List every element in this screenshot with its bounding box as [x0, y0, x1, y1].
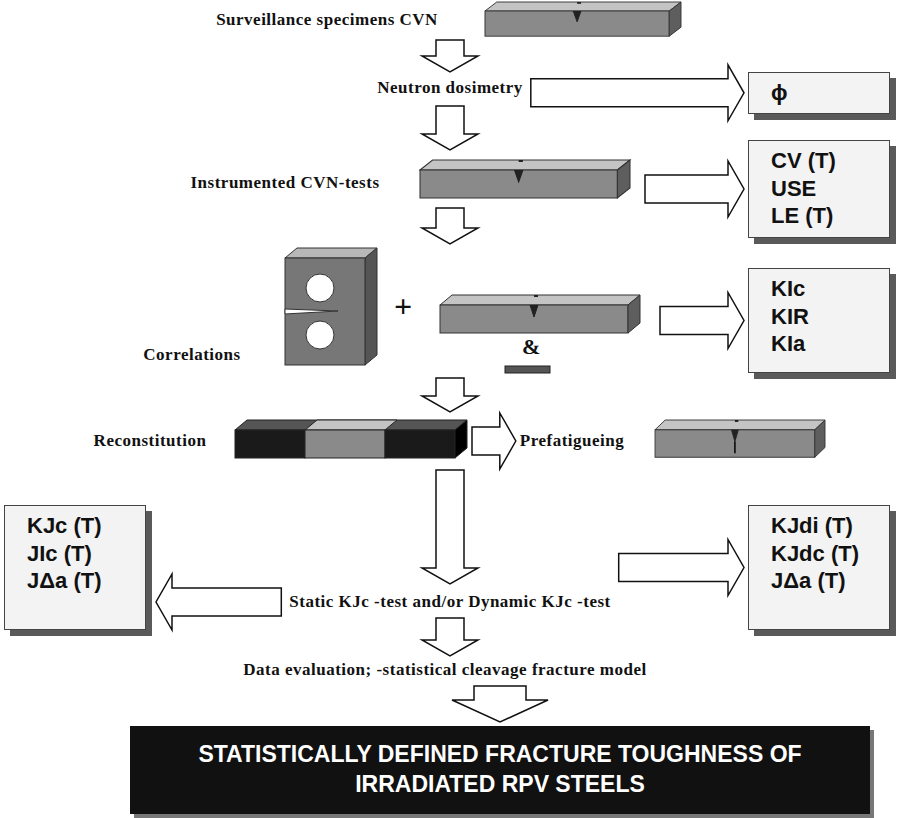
quantity-text: CV (T)	[771, 147, 879, 175]
quantity-text: JΔa (T)	[27, 567, 135, 595]
cvn-specimen	[420, 160, 630, 198]
flow-arrow	[660, 293, 744, 349]
flow-arrow	[619, 540, 744, 596]
stage-text: Surveillance specimens CVN	[216, 10, 438, 30]
flow-arrow	[422, 106, 478, 150]
output-box: KJdi (T)KJdc (T)JΔa (T)	[748, 505, 890, 630]
quantity-text: KIR	[771, 303, 879, 331]
output-box: ϕ	[748, 72, 890, 114]
stage-label: Data evaluation; -statistical cleavage f…	[243, 660, 646, 680]
prefatigued-specimen	[655, 420, 825, 457]
result-band: STATISTICALLY DEFINED FRACTURE TOUGHNESS…	[130, 726, 870, 814]
output-box: KIcKIRKIa	[748, 268, 890, 373]
operator-label: &	[522, 334, 540, 360]
stage-text: Correlations	[143, 345, 240, 365]
flow-arrow	[452, 686, 548, 722]
cvn-specimen	[440, 295, 640, 333]
mini-specimen	[505, 366, 550, 373]
flow-arrow	[531, 65, 744, 121]
flow-arrow	[422, 40, 478, 72]
quantity-text: KIa	[771, 330, 879, 358]
quantity-text: ϕ	[771, 79, 879, 107]
flow-arrow	[422, 470, 478, 584]
stage-label: Prefatigueing	[520, 431, 624, 451]
flow-arrow	[645, 161, 744, 217]
stage-text: Neutron dosimetry	[377, 78, 523, 98]
quantity-text: KIc	[771, 275, 879, 303]
stage-label: Neutron dosimetry	[377, 78, 523, 98]
flow-arrow	[422, 378, 478, 412]
flow-arrow	[472, 413, 516, 469]
quantity-text: KJdc (T)	[771, 540, 879, 568]
quantity-text: JΔa (T)	[771, 567, 879, 595]
quantity-text: KJdi (T)	[771, 512, 879, 540]
stage-text: Data evaluation; -statistical cleavage f…	[243, 660, 646, 680]
stage-label: Correlations	[143, 345, 240, 365]
quantity-text: USE	[771, 175, 879, 203]
reconstituted-specimen	[235, 420, 467, 458]
flow-arrow	[422, 208, 478, 244]
quantity-text: LE (T)	[771, 202, 879, 230]
flow-arrow	[156, 574, 281, 630]
stage-label: Reconstitution	[94, 431, 207, 451]
stage-text: Static KJc -test and/or Dynamic KJc -tes…	[289, 592, 610, 612]
stage-label: Instrumented CVN-tests	[190, 173, 379, 193]
stage-label: Surveillance specimens CVN	[216, 10, 438, 30]
quantity-text: KJc (T)	[27, 512, 135, 540]
stage-text: Reconstitution	[94, 431, 207, 451]
operator-label: +	[394, 288, 412, 325]
stage-text: Instrumented CVN-tests	[190, 173, 379, 193]
cvn-specimen	[485, 2, 681, 36]
quantity-text: JIc (T)	[27, 540, 135, 568]
ct-specimen	[285, 248, 377, 365]
result-text: STATISTICALLY DEFINED FRACTURE TOUGHNESS…	[150, 740, 850, 800]
stage-label: Static KJc -test and/or Dynamic KJc -tes…	[289, 592, 610, 612]
output-box: CV (T)USELE (T)	[748, 140, 890, 238]
stage-text: Prefatigueing	[520, 431, 624, 451]
output-box: KJc (T)JIc (T)JΔa (T)	[4, 505, 146, 630]
flow-arrow	[422, 618, 478, 656]
